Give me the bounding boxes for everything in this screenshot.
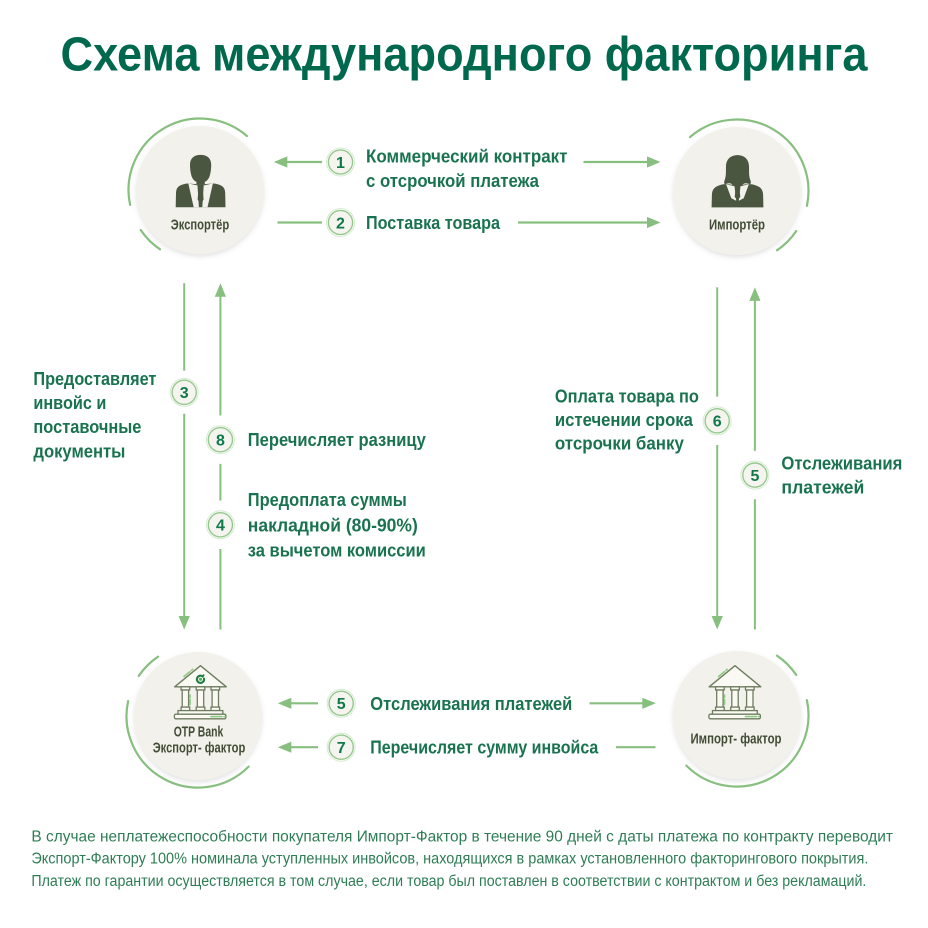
svg-text:Экспорт- фактор: Экспорт- фактор	[153, 740, 246, 757]
svg-text:Экспортёр: Экспортёр	[171, 217, 229, 234]
svg-text:инвойс и: инвойс и	[33, 393, 106, 413]
svg-text:Коммерческий контракт: Коммерческий контракт	[366, 147, 568, 167]
svg-text:Отслеживания: Отслеживания	[781, 454, 902, 474]
svg-text:с отсрочкой платежа: с отсрочкой платежа	[366, 171, 540, 191]
svg-text:Предоставляет: Предоставляет	[33, 369, 156, 389]
svg-text:Импорт- фактор: Импорт- фактор	[691, 731, 782, 748]
svg-text:Перечисляет разницу: Перечисляет разницу	[248, 430, 426, 450]
svg-text:Импортёр: Импортёр	[709, 217, 765, 234]
svg-text:В случае неплатежеспособности: В случае неплатежеспособности покупателя…	[31, 828, 893, 845]
svg-text:Поставка товара: Поставка товара	[366, 213, 501, 233]
svg-text:Платеж по гарантии осуществляе: Платеж по гарантии осуществляется в том …	[31, 873, 866, 890]
svg-text:Схема международного факторинг: Схема международного факторинга	[61, 29, 868, 82]
svg-text:OTP Bank: OTP Bank	[174, 723, 224, 740]
svg-text:7: 7	[337, 740, 346, 757]
svg-text:поставочные: поставочные	[33, 417, 141, 437]
svg-text:Предоплата суммы: Предоплата суммы	[248, 490, 407, 510]
svg-text:4: 4	[216, 518, 225, 535]
svg-text:Перечисляет сумму инвойса: Перечисляет сумму инвойса	[370, 738, 599, 758]
svg-text:1: 1	[336, 155, 345, 172]
svg-text:истечении срока: истечении срока	[555, 410, 694, 430]
svg-text:платежей: платежей	[781, 478, 864, 498]
svg-text:6: 6	[713, 414, 722, 431]
svg-text:документы: документы	[33, 441, 125, 461]
svg-text:Отслеживания платежей: Отслеживания платежей	[370, 694, 572, 714]
svg-text:2: 2	[336, 215, 345, 232]
svg-text:за вычетом комиссии: за вычетом комиссии	[248, 541, 426, 561]
svg-text:8: 8	[216, 433, 225, 450]
svg-text:5: 5	[750, 468, 759, 485]
svg-text:накладной (80-90%): накладной (80-90%)	[248, 515, 418, 535]
svg-text:отсрочки банку: отсрочки банку	[555, 434, 684, 454]
svg-text:3: 3	[180, 385, 189, 402]
svg-text:Экспорт-Фактору 100% номинала: Экспорт-Фактору 100% номинала уступленны…	[31, 851, 868, 868]
svg-text:Оплата товара по: Оплата товара по	[555, 387, 699, 407]
svg-text:5: 5	[337, 696, 346, 713]
